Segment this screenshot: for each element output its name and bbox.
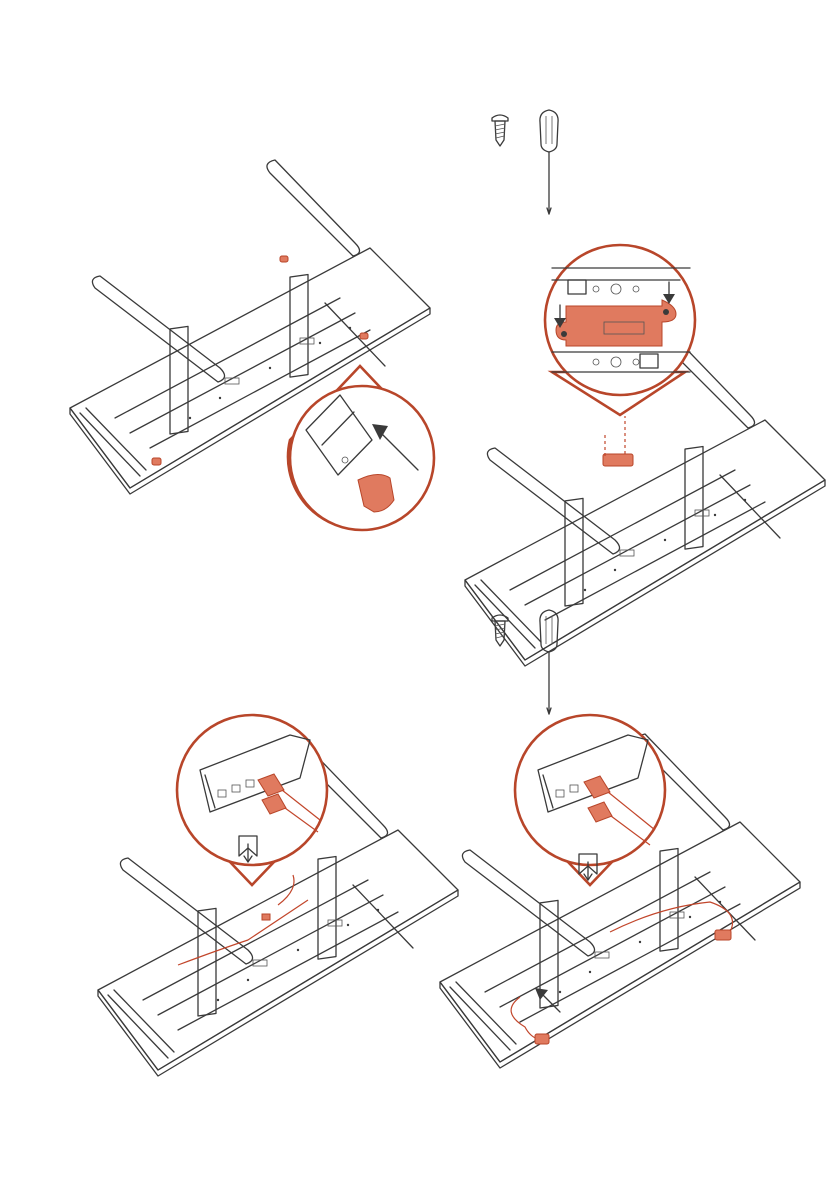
control-box-icon [603, 454, 633, 466]
step-2-panel [465, 110, 825, 666]
cable-plug-zoom [515, 715, 665, 885]
cable-plug-zoom [177, 715, 327, 885]
step-4-panel [440, 610, 800, 1068]
screw-icon [492, 115, 508, 146]
bracket-zoom [545, 245, 695, 415]
screwdriver-icon [540, 110, 558, 214]
step-3-panel [98, 715, 458, 1076]
screwdriver-icon [540, 610, 558, 714]
foot-cap-zoom [288, 366, 434, 530]
step-1-panel [70, 160, 434, 530]
